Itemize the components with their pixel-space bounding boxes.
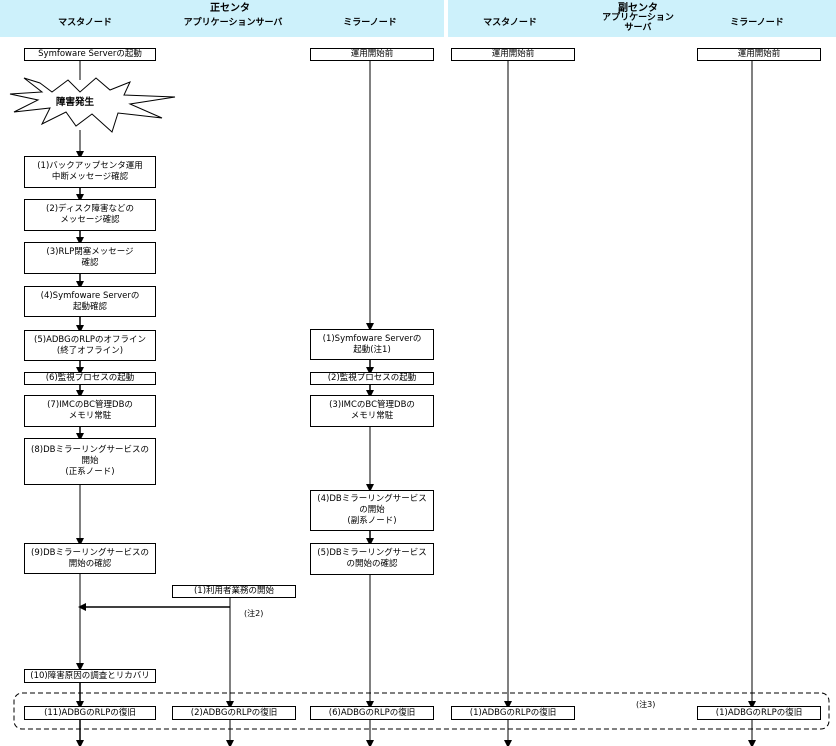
secondary-center-title: 副センタ [618,3,658,14]
master-step-8: (8)DBミラーリングサービスの 開始 (正系ノード) [24,438,156,485]
note-2: (注2) [244,609,264,618]
secondary-center-header [448,0,836,37]
mirror-start-box: 運用開始前 [310,48,434,61]
master-start-box: Symfoware Serverの起動 [24,48,156,61]
master-step-6: (6)監視プロセスの起動 [24,372,156,385]
master-step-5: (5)ADBGのRLPのオフライン (終了オフライン) [24,330,156,361]
master-step-10: (10)障害原因の調査とリカバリ [24,669,156,683]
secondary-mirror-start-box: 運用開始前 [697,48,821,61]
master-step-3: (3)RLP閉塞メッセージ 確認 [24,242,156,274]
secondary-mirror-step-1: (1)ADBGのRLPの復旧 [697,706,821,720]
failure-label: 障害発生 [56,97,95,108]
mirror-step-2: (2)監視プロセスの起動 [310,372,434,385]
master-step-9: (9)DBミラーリングサービスの 開始の確認 [24,543,156,574]
col-secondary-mirror: ミラーノード [730,18,784,28]
master-step-1: (1)バックアップセンタ運用 中断メッセージ確認 [24,156,156,188]
col-primary-mirror: ミラーノード [343,18,397,28]
col-secondary-master: マスタノード [483,18,537,28]
mirror-step-6: (6)ADBGのRLPの復旧 [310,706,434,720]
mirror-step-3: (3)IMCのBC管理DBの メモリ常駐 [310,395,434,427]
col-primary-master: マスタノード [58,18,112,28]
primary-center-header [0,0,444,37]
master-step-7: (7)IMCのBC管理DBの メモリ常駐 [24,395,156,427]
recovery-group-frame [13,692,830,730]
app-step-1: (1)利用者業務の開始 [172,585,296,598]
app-step-2: (2)ADBGのRLPの復旧 [172,706,296,720]
col-primary-app: アプリケーションサーバ [183,18,283,28]
mirror-step-4: (4)DBミラーリングサービス の開始 (副系ノード) [310,490,434,531]
primary-center-title: 正センタ [210,3,250,14]
mirror-step-1: (1)Symfoware Serverの 起動(注1) [310,329,434,360]
master-step-11: (11)ADBGのRLPの復旧 [24,706,156,720]
mirror-step-5: (5)DBミラーリングサービス の開始の確認 [310,543,434,575]
col-secondary-app: アプリケーション サーバ [602,13,674,33]
secondary-master-start-box: 運用開始前 [451,48,575,61]
secondary-master-step-1: (1)ADBGのRLPの復旧 [451,706,575,720]
master-step-2: (2)ディスク障害などの メッセージ確認 [24,199,156,231]
master-step-4: (4)Symfoware Serverの 起動確認 [24,286,156,317]
failure-burst-shape [9,77,176,133]
note-3: (注3) [636,700,656,709]
